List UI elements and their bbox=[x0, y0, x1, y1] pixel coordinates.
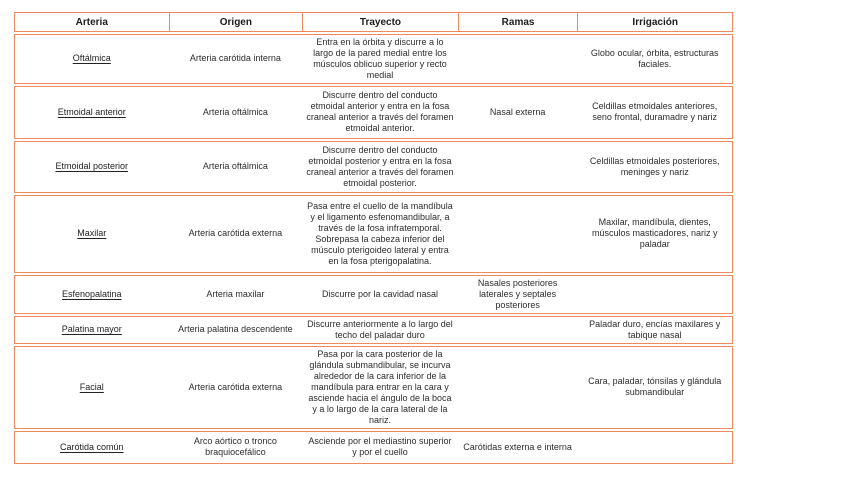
artery-link-etmoidal-anterior[interactable]: Etmoidal anterior bbox=[57, 106, 126, 117]
artery-link-palatina-mayor[interactable]: Palatina mayor bbox=[61, 324, 122, 335]
cell-origen: Arteria palatina descendente bbox=[178, 324, 293, 335]
cell-origen: Arteria oftálmica bbox=[202, 106, 268, 117]
cell-irrigacion: Paladar duro, encías maxilares y tabique… bbox=[589, 318, 721, 340]
artery-link-esfenopalatina[interactable]: Esfenopalatina bbox=[62, 288, 122, 299]
cell-irrigacion: Cara, paladar, tónsilas y glándula subma… bbox=[588, 376, 722, 398]
artery-link-carotida-comun[interactable]: Carótida común bbox=[60, 441, 124, 452]
cell-ramas bbox=[458, 232, 578, 236]
cell-ramas: Nasales posteriores laterales y septales… bbox=[477, 277, 558, 310]
cell-ramas: Nasal externa bbox=[489, 106, 546, 117]
cell-irrigacion bbox=[577, 445, 732, 449]
cell-origen: Arteria maxilar bbox=[206, 288, 265, 299]
table-row: Facial Arteria carótida externa Pasa por… bbox=[14, 345, 733, 429]
cell-origen: Arteria carótida externa bbox=[188, 381, 283, 392]
cell-irrigacion: Celdillas etmoidales anteriores, seno fr… bbox=[592, 101, 718, 123]
cell-trayecto: Discurre por la cavidad nasal bbox=[321, 288, 438, 299]
column-header-ramas: Ramas bbox=[457, 13, 578, 31]
table-row: Carótida común Arco aórtico o tronco bra… bbox=[14, 430, 733, 464]
cell-trayecto: Pasa entre el cuello de la mandíbula y e… bbox=[307, 200, 453, 266]
cell-trayecto: Asciende por el mediastino superior y po… bbox=[308, 436, 452, 458]
artery-link-maxilar[interactable]: Maxilar bbox=[77, 228, 107, 239]
cell-ramas: Carótidas externa e interna bbox=[463, 441, 572, 452]
cell-irrigacion bbox=[577, 292, 732, 296]
artery-link-oftalmica[interactable]: Oftálmica bbox=[72, 53, 111, 64]
artery-link-facial[interactable]: Facial bbox=[79, 381, 104, 392]
table-row: Esfenopalatina Arteria maxilar Discurre … bbox=[14, 274, 733, 314]
column-header-trayecto: Trayecto bbox=[302, 13, 458, 31]
table-header-row: Arteria Origen Trayecto Ramas Irrigación bbox=[14, 12, 733, 32]
cell-origen: Arteria carótida interna bbox=[189, 53, 281, 64]
column-header-origen: Origen bbox=[168, 13, 303, 31]
cell-origen: Arteria oftálmica bbox=[202, 161, 268, 172]
column-header-arteria: Arteria bbox=[75, 16, 108, 28]
cell-irrigacion: Celdillas etmoidales posteriores, mening… bbox=[589, 155, 720, 177]
cell-trayecto: Discurre dentro del conducto etmoidal po… bbox=[306, 144, 454, 188]
cell-trayecto: Pasa por la cara posterior de la glándul… bbox=[308, 348, 452, 425]
cell-origen: Arco aórtico o tronco braquiocefálico bbox=[193, 436, 277, 458]
cell-irrigacion: Maxilar, mandíbula, dientes, músculos ma… bbox=[591, 217, 718, 250]
cell-trayecto: Discurre anteriormente a lo largo del te… bbox=[307, 318, 453, 340]
cell-ramas bbox=[458, 328, 578, 332]
table-row: Maxilar Arteria carótida externa Pasa en… bbox=[14, 194, 733, 273]
cell-ramas bbox=[458, 385, 578, 389]
cell-irrigacion: Globo ocular, órbita, estructuras facial… bbox=[590, 47, 719, 69]
table-row: Etmoidal anterior Arteria oftálmica Disc… bbox=[14, 85, 733, 139]
cell-trayecto: Discurre dentro del conducto etmoidal an… bbox=[306, 90, 454, 134]
cell-ramas bbox=[458, 165, 578, 169]
artery-link-etmoidal-posterior[interactable]: Etmoidal posterior bbox=[55, 161, 129, 172]
arteries-table: Arteria Origen Trayecto Ramas Irrigación… bbox=[14, 12, 733, 466]
table-row: Etmoidal posterior Arteria oftálmica Dis… bbox=[14, 140, 733, 193]
cell-origen: Arteria carótida externa bbox=[188, 228, 283, 239]
table-row: Palatina mayor Arteria palatina descende… bbox=[14, 315, 733, 344]
cell-ramas bbox=[458, 57, 578, 61]
cell-trayecto: Entra en la órbita y discurre a lo largo… bbox=[313, 37, 447, 80]
table-row: Oftálmica Arteria carótida interna Entra… bbox=[14, 34, 733, 84]
column-header-irrigacion: Irrigación bbox=[577, 13, 732, 31]
